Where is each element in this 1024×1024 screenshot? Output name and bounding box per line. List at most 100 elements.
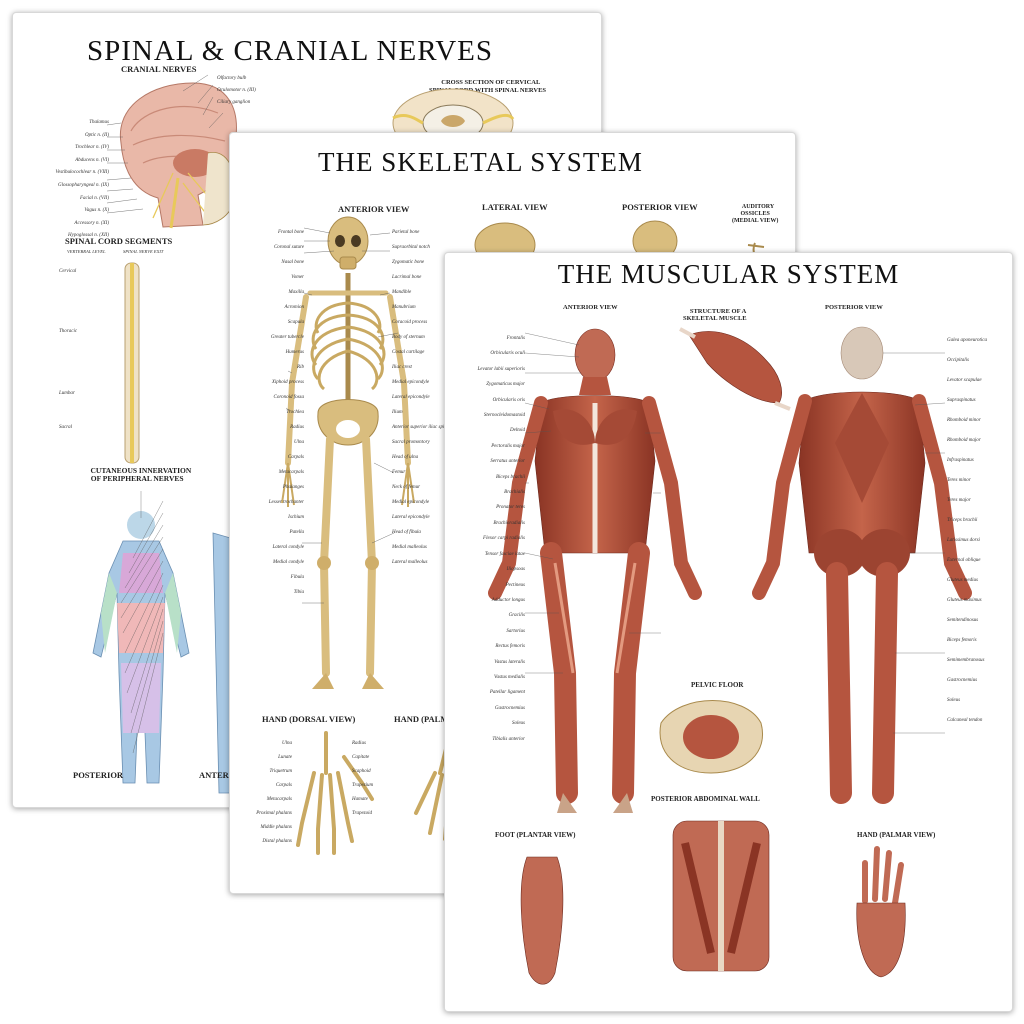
section-hand-palmar: HAND (PALMA xyxy=(394,714,455,724)
nerve-label: Oculomotor n. (III) xyxy=(217,88,256,93)
section-structure-of-muscle: STRUCTURE OF A SKELETAL MUSCLE xyxy=(683,308,747,322)
muscle-label: External oblique xyxy=(947,558,981,563)
muscle-label: Biceps femoris xyxy=(947,638,977,643)
bone-label: Anterior superior iliac spine xyxy=(392,425,450,430)
section-hand-palmar: HAND (PALMAR VIEW) xyxy=(857,831,936,839)
nerve-label: Vagus n. (X) xyxy=(84,208,109,214)
bone-label: Parietal bone xyxy=(392,230,420,235)
nerve-label: Olfactory bulb xyxy=(217,76,247,81)
section-posterior-view: POSTERIOR VIEW xyxy=(622,202,698,212)
hand-bone-label: Hamate xyxy=(352,797,368,802)
section-auditory-ossicles: AUDITORY OSSICLES (MEDIAL VIEW) xyxy=(732,204,779,224)
muscle-label: Orbicularis oculi xyxy=(490,351,525,357)
label-posterior: POSTERIOR xyxy=(73,770,124,780)
muscle-label: Galea aponeurotica xyxy=(947,338,987,343)
bone-label: Femur xyxy=(392,470,406,475)
muscle-label: Semimembranosus xyxy=(947,658,985,663)
bone-label: Mandible xyxy=(392,290,412,295)
bone-label: Frontal bone xyxy=(277,230,304,235)
bone-label: Patella xyxy=(289,530,304,535)
section-cutaneous-innervation: CUTANEOUS INNERVATION OF PERIPHERAL NERV… xyxy=(90,466,192,483)
bone-labels-left: Frontal bone Coronal suture Nasal bone V… xyxy=(246,225,304,600)
hand-bone-label: Triquetrum xyxy=(269,769,292,774)
bone-label: Metacarpals xyxy=(278,470,304,475)
bone-label: Humerus xyxy=(285,350,304,355)
muscle-label: Frontalis xyxy=(506,336,525,341)
hand-labels-left: Ulna Lunate Triquetrum Carpals Metacarpa… xyxy=(248,737,292,849)
nerve-label: Vestibulocochlear n. (VIII) xyxy=(55,170,109,176)
bone-label: Acromion xyxy=(284,305,304,310)
section-pelvic-floor: PELVIC FLOOR xyxy=(691,681,744,689)
bone-label: Fibula xyxy=(290,575,304,580)
muscle-label: Biceps brachii xyxy=(495,474,525,480)
muscle-label: Patellar ligament xyxy=(489,690,525,696)
muscle-label: Vastus lateralis xyxy=(494,659,525,665)
muscle-label: Zygomaticus major xyxy=(486,382,525,388)
muscle-label: Pectineus xyxy=(505,582,525,588)
section-anterior-view: ANTERIOR VIEW xyxy=(338,204,410,214)
nerve-label: Thalamus xyxy=(89,120,109,125)
muscle-label: Calcaneal tendon xyxy=(947,718,983,723)
section-hand-dorsal: HAND (DORSAL VIEW) xyxy=(262,714,356,724)
muscle-label: Adductor longus xyxy=(491,597,525,603)
bone-label: Supraorbital notch xyxy=(392,245,430,250)
muscle-label: Levator labii superioris xyxy=(477,366,525,372)
nerve-label-list-right: Olfactory bulb Oculomotor n. (III) Cilia… xyxy=(217,73,277,109)
skeleton-illustration xyxy=(281,216,765,855)
section-lateral-view: LATERAL VIEW xyxy=(482,202,548,212)
region-label-cervical: Cervical xyxy=(59,269,77,274)
hand-bone-label: Lunate xyxy=(278,755,292,760)
muscle-label: Occipitalis xyxy=(947,358,969,363)
bone-label: Radius xyxy=(290,425,304,430)
muscle-label: Brachioradialis xyxy=(493,520,525,526)
bone-label: Head of fibula xyxy=(392,530,421,535)
bone-label: Manubrium xyxy=(392,305,416,310)
bone-label: Lateral malleolus xyxy=(392,560,428,565)
muscle-label: Rhomboid major xyxy=(947,438,981,443)
bone-label: Vomer xyxy=(291,275,304,280)
bone-label: Nasal bone xyxy=(281,260,304,265)
bone-label: Iliac crest xyxy=(392,365,412,370)
nerve-label: Glossopharyngeal n. (IX) xyxy=(58,182,109,188)
poster-title: THE MUSCULAR SYSTEM xyxy=(557,259,900,289)
muscle-label: Gluteus medius xyxy=(947,578,978,583)
nerve-label: Accessory n. (XI) xyxy=(74,220,109,226)
nerve-label-list: Thalamus Optic n. (II) Trochlear n. (IV)… xyxy=(53,117,109,243)
muscle-label: Iliopsoas xyxy=(506,567,525,573)
bone-label: Costal cartilage xyxy=(392,350,425,355)
muscle-label: Flexor carpi radialis xyxy=(483,536,525,542)
poster-title: THE SKELETAL SYSTEM xyxy=(318,147,643,177)
section-posterior-view: POSTERIOR VIEW xyxy=(825,304,883,311)
bone-label: Ilium xyxy=(392,410,403,415)
hand-bone-label: Radius xyxy=(352,741,366,746)
muscle-label: Serratus anterior xyxy=(490,459,525,465)
bone-label: Maxilla xyxy=(288,290,304,295)
section-posterior-abdominal-wall: POSTERIOR ABDOMINAL WALL xyxy=(651,795,760,803)
hand-bone-label: Metacarpals xyxy=(266,797,292,802)
nerve-label: Hypoglossal n. (XII) xyxy=(68,233,109,239)
muscle-label: Infraspinatus xyxy=(947,458,974,463)
bone-label: Medial condyle xyxy=(273,560,304,565)
muscle-label: Sartorius xyxy=(506,628,525,634)
hand-bone-label: Proximal phalanx xyxy=(256,811,292,816)
muscle-label: Pectoralis major xyxy=(491,443,525,449)
muscle-illustration xyxy=(488,326,972,985)
muscle-label: Tibialis anterior xyxy=(492,736,525,742)
bone-label: Coronal suture xyxy=(273,245,304,250)
section-foot-plantar: FOOT (PLANTAR VIEW) xyxy=(495,831,576,839)
region-label-thoracic: Thoracic xyxy=(59,329,78,334)
bone-label: Body of sternum xyxy=(392,335,425,340)
poster-title: SPINAL & CRANIAL NERVES xyxy=(87,35,494,67)
vertebral-level-header: VERTEBRAL LEVEL xyxy=(67,249,106,254)
hand-bone-label: Middle phalanx xyxy=(260,825,292,830)
bone-label: Carpals xyxy=(287,455,304,460)
bone-label: Medial malleolus xyxy=(392,545,427,550)
bone-label: Neck of femur xyxy=(392,485,421,490)
label-anterior: ANTERI xyxy=(199,770,233,780)
muscle-label: Gluteus maximus xyxy=(947,598,982,603)
muscle-label: Pronator teres xyxy=(496,505,525,511)
bone-label: Medial epicondyle xyxy=(392,500,430,505)
muscle-label: Orbicularis oris xyxy=(492,397,525,403)
section-spinal-cord-segments: SPINAL CORD SEGMENTS xyxy=(65,236,173,246)
muscle-label: Levator scapulae xyxy=(947,378,982,383)
